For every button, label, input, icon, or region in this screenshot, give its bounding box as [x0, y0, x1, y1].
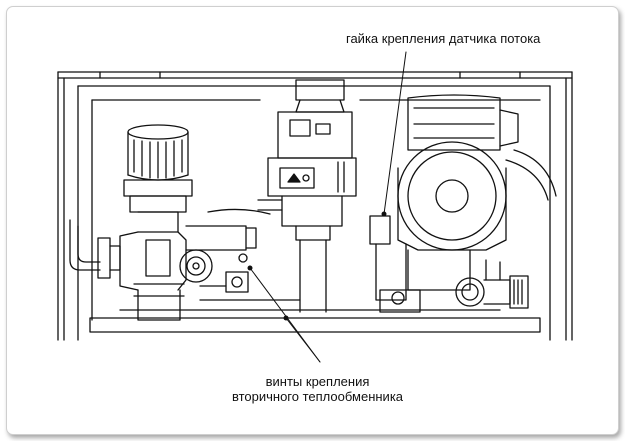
screws-label-line1: винты крепления — [265, 374, 370, 389]
leader-lines — [249, 51, 407, 363]
flow-connector — [179, 208, 301, 301]
heat-exchanger-screws-label: винты крепления вторичного теплообменник… — [0, 374, 625, 404]
valve-assembly — [119, 124, 193, 321]
screws-label-line2: вторичного теплообменника — [231, 389, 404, 404]
gas-valve — [257, 79, 357, 313]
boiler-housing — [57, 71, 573, 341]
circulation-pump — [397, 94, 557, 291]
left-pipe — [69, 219, 121, 279]
flow-sensor-nut-label: гайка крепления датчика потока — [346, 31, 541, 46]
flow-sensor — [369, 215, 529, 313]
leader-dots — [247, 211, 387, 321]
